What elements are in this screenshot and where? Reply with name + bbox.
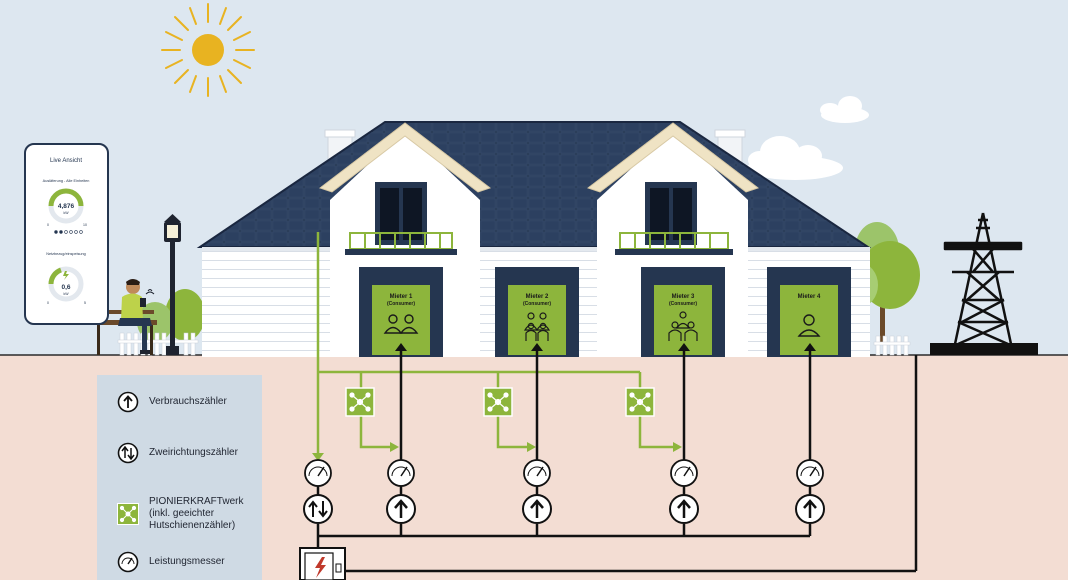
single-person-icon bbox=[797, 314, 821, 337]
green-arrowheads bbox=[312, 442, 682, 461]
distribution-box-icon bbox=[299, 547, 346, 580]
tenant-panel-4: Mieter 4 bbox=[780, 285, 838, 355]
bidirectional-meter-icon bbox=[117, 442, 139, 464]
pionierkraftwerk-icon bbox=[625, 387, 655, 417]
legend-label: PIONIERKRAFTwerk bbox=[149, 496, 244, 507]
tenant-label: Mieter 4 bbox=[798, 294, 821, 300]
legend-item-bidirectional-meter: Zweirichtungszähler bbox=[117, 442, 238, 464]
power-gauge-icon bbox=[796, 459, 824, 487]
pionierkraftwerk-icon bbox=[117, 503, 139, 525]
consumption-lines bbox=[316, 345, 918, 573]
production-gauge-icon bbox=[48, 188, 84, 224]
tower-base bbox=[930, 343, 1038, 355]
four-people-icon bbox=[523, 312, 551, 341]
tenant-sublabel: (Consumer) bbox=[669, 301, 697, 307]
tenant-panel-3: Mieter 3 (Consumer) bbox=[654, 285, 712, 355]
phone-section1-label: Ausläferung - Alle Einheiten bbox=[43, 179, 90, 183]
arrow-up-meter-icon bbox=[795, 494, 825, 524]
power-gauge-icon bbox=[670, 459, 698, 487]
gauge1-value: 4,876 bbox=[58, 203, 75, 210]
power-tower-icon bbox=[943, 212, 1023, 346]
legend-label: Verbrauchszähler bbox=[149, 396, 227, 407]
three-people-icon bbox=[668, 311, 698, 341]
bidirectional-meter-icon bbox=[303, 494, 333, 524]
gauge1-max: 10 bbox=[83, 223, 87, 227]
legend: Verbrauchszähler Zweirichtungszähler PIO… bbox=[97, 375, 262, 580]
grid-gauge-icon bbox=[48, 266, 84, 302]
cloud-icon bbox=[820, 96, 869, 123]
legend-label-line3: Hutschienenzähler) bbox=[149, 520, 236, 531]
legend-item-pionierkraftwerk: PIONIERKRAFTwerk (inkl. geeichter Hutsch… bbox=[117, 496, 243, 532]
phone-title: Live Ansicht bbox=[50, 158, 82, 164]
tenant-sublabel: (Consumer) bbox=[523, 301, 551, 307]
power-gauge-icon bbox=[304, 459, 332, 487]
gauge1-unit: kW bbox=[63, 211, 69, 215]
gauge2-max: 5 bbox=[84, 301, 86, 305]
phone-section2-label: Netzbezug/einspeisung bbox=[46, 252, 85, 256]
pionierkraftwerk-icon bbox=[483, 387, 513, 417]
house bbox=[196, 121, 872, 357]
two-people-icon bbox=[383, 314, 419, 334]
gauge2-value: 0,6 bbox=[61, 284, 70, 291]
legend-item-power-gauge: Leistungsmesser bbox=[117, 551, 225, 573]
legend-label-line2: (inkl. geeichter bbox=[149, 508, 215, 519]
dark-arrowheads bbox=[395, 343, 816, 351]
gauge2-min: 0 bbox=[47, 301, 49, 305]
arrow-up-meter-icon bbox=[117, 391, 139, 413]
arrow-up-meter-icon bbox=[386, 494, 416, 524]
power-gauge-icon bbox=[387, 459, 415, 487]
solar-feed-lines bbox=[316, 232, 675, 457]
gauge1-min: 0 bbox=[47, 223, 49, 227]
tenant-label: Mieter 2 bbox=[526, 294, 549, 300]
legend-label: Leistungsmesser bbox=[149, 556, 225, 567]
pagination-dots bbox=[54, 230, 83, 234]
power-gauge-icon bbox=[117, 551, 139, 573]
power-gauge-icon bbox=[523, 459, 551, 487]
tenant-label: Mieter 1 bbox=[390, 294, 413, 300]
legend-label: Zweirichtungszähler bbox=[149, 447, 238, 458]
phone-app-mockup: Live Ansicht Ausläferung - Alle Einheite… bbox=[24, 143, 109, 325]
tenant-label: Mieter 3 bbox=[672, 294, 695, 300]
pionierkraftwerk-icon bbox=[345, 387, 375, 417]
sun-icon bbox=[161, 3, 255, 97]
street-lamp-icon bbox=[164, 214, 181, 355]
arrow-up-meter-icon bbox=[669, 494, 699, 524]
cloud-icon bbox=[747, 136, 843, 180]
tenant-sublabel: (Consumer) bbox=[387, 301, 415, 307]
person-on-bench-icon bbox=[92, 279, 157, 355]
legend-item-consumption-meter: Verbrauchszähler bbox=[117, 391, 227, 413]
arrow-up-meter-icon bbox=[522, 494, 552, 524]
gauge2-unit: kW bbox=[63, 292, 69, 296]
